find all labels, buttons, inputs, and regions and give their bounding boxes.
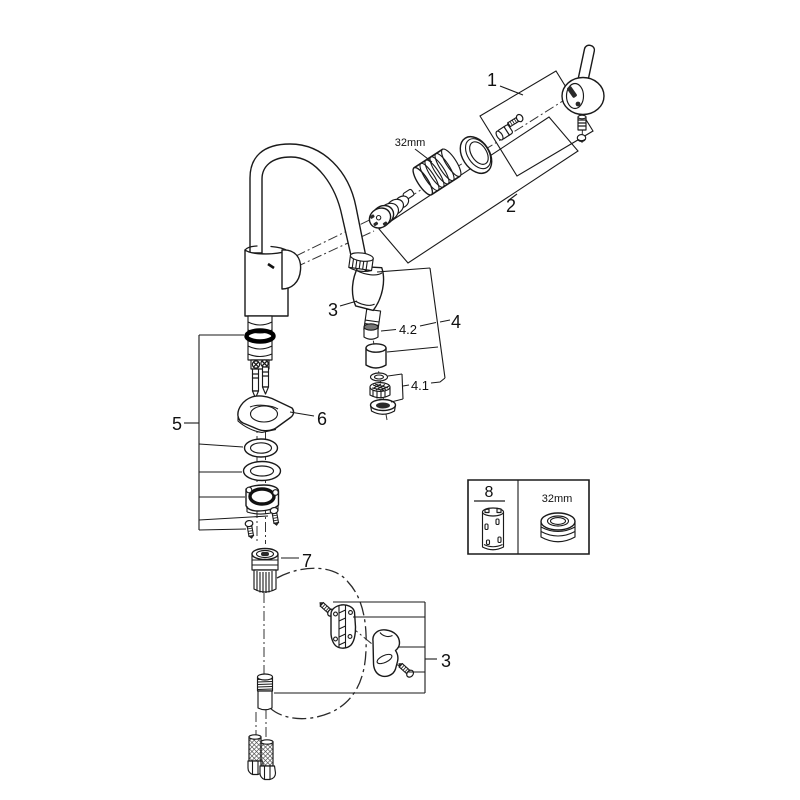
holder-plate (331, 605, 356, 648)
mounting-flange (246, 485, 279, 514)
socket-tool (483, 508, 504, 550)
accessory-box (468, 480, 589, 554)
callout-4-2-label: 4.2 (399, 322, 417, 337)
tool-nut-32mm (541, 513, 575, 542)
hose-end-connector (258, 674, 273, 710)
bracket-4 (377, 268, 450, 383)
callout-3-holder-label: 3 (441, 651, 451, 671)
aerator-housing (371, 400, 396, 415)
handle-cap (577, 135, 585, 142)
hose-connector-nut (348, 251, 373, 272)
cartridge (366, 189, 415, 232)
holder-cradle (373, 630, 400, 677)
handle-screw-hole (575, 101, 581, 107)
supply-hoses (248, 735, 276, 780)
nut-size-label: 32mm (395, 137, 426, 149)
labels: 1 2 3 4 4.2 4.1 5 6 7 3 8 32mm 32mm (172, 70, 572, 671)
aerator-washer (371, 373, 388, 381)
rubber-washer (245, 439, 278, 457)
leader-6 (290, 412, 314, 416)
flat-washer (244, 462, 281, 481)
bracket-5 (184, 335, 268, 530)
adapter (495, 124, 514, 141)
check-valve (364, 323, 436, 340)
callout-4-label: 4 (451, 312, 461, 332)
handle-set-screw (578, 115, 586, 130)
callout-3-spray-label: 3 (328, 300, 338, 320)
center-axis-lines (256, 99, 583, 741)
handle-assembly (562, 44, 604, 141)
spray-holder-set (316, 599, 416, 680)
callout-4-1-label: 4.1 (411, 378, 429, 393)
aerator-parts (370, 373, 396, 414)
flange-screw-left (244, 519, 256, 540)
spray-head-assembly (340, 251, 386, 333)
callout-1-label: 1 (487, 70, 497, 90)
shank-o-ring (247, 331, 274, 342)
bracket-3 (274, 602, 437, 693)
aerator-insert (370, 383, 390, 399)
holder-screw-bottom (395, 660, 416, 680)
body-side-boss (282, 250, 301, 289)
hose-connections (251, 360, 269, 398)
hose-coupling (252, 549, 299, 594)
cartridge-nut-32mm (410, 147, 464, 198)
tool-size-label: 32mm (542, 493, 573, 505)
mounting-plate (238, 396, 294, 433)
callout-8-label: 8 (485, 484, 494, 501)
callout-planes (379, 71, 593, 263)
flange-screw-right (269, 506, 281, 527)
mounting-hardware (238, 396, 294, 540)
pullout-hose (269, 568, 366, 718)
supply-hose-right (260, 740, 276, 780)
callout-7-label: 7 (302, 551, 312, 571)
escutcheon-ring (454, 131, 498, 179)
spout-tube (250, 144, 366, 260)
callout-5-label: 5 (172, 414, 182, 434)
nut-size-leader (415, 149, 432, 162)
spray-head-body (350, 264, 386, 311)
callout-6-label: 6 (317, 409, 327, 429)
cartridge-base-lugs (369, 214, 388, 227)
callout-2-label: 2 (506, 196, 516, 216)
faucet-body-and-spout (245, 144, 366, 398)
screw-and-adapter (495, 112, 525, 141)
faucet-body (245, 250, 288, 316)
bracket-4-1 (388, 374, 409, 402)
hose-sleeve (366, 344, 386, 368)
threaded-shank (247, 316, 274, 360)
